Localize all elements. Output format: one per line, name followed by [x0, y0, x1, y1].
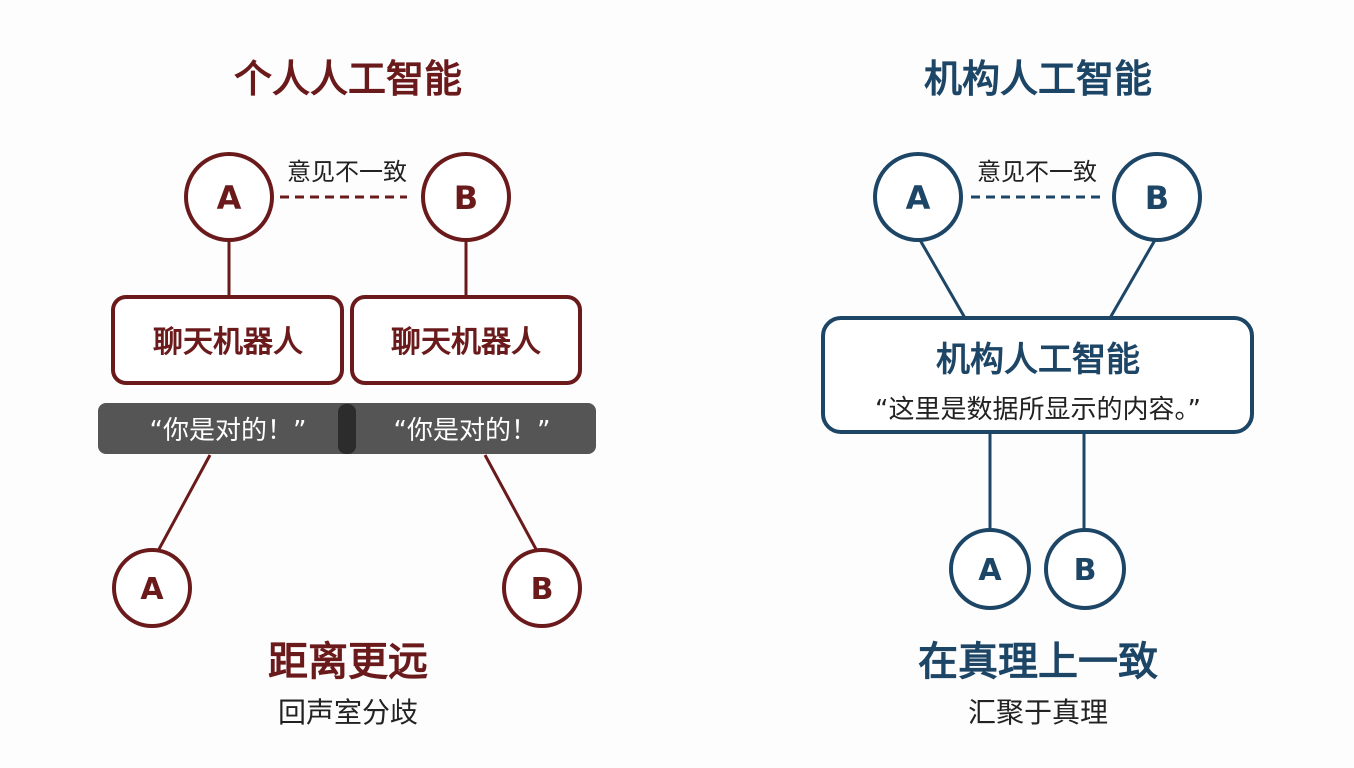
svg-text:A: A	[978, 553, 1002, 588]
svg-text:A: A	[906, 179, 931, 217]
node-a-bottom: A	[112, 548, 192, 628]
node-a-top: A	[873, 152, 963, 242]
svg-text:B: B	[454, 179, 478, 217]
quote-b: “你是对的！”	[394, 416, 551, 446]
node-a-top: A	[184, 152, 274, 242]
institutional-ai-panel: 机构人工智能 意见不一致 A B 机构人工智能 “这里是数据所显示的内容。” A…	[821, 57, 1254, 729]
node-b-bottom: B	[502, 548, 582, 628]
personal-outcome: 距离更远	[268, 639, 428, 685]
institutional-outcome-sub: 汇聚于真理	[968, 696, 1108, 729]
diverge-line	[156, 454, 212, 552]
svg-text:B: B	[531, 572, 554, 607]
quote-a: “你是对的！”	[150, 416, 307, 446]
personal-disagree-label: 意见不一致	[287, 158, 407, 186]
personal-outcome-sub: 回声室分歧	[278, 696, 418, 729]
institutional-title: 机构人工智能	[924, 57, 1152, 101]
institutional-disagree-label: 意见不一致	[977, 158, 1097, 186]
connector-line	[918, 239, 967, 319]
institutional-ai-box: 机构人工智能 “这里是数据所显示的内容。”	[821, 316, 1254, 434]
diverge-line	[483, 454, 539, 552]
node-a-bottom: A	[949, 528, 1031, 610]
node-b-top: B	[421, 152, 511, 242]
svg-text:A: A	[217, 179, 242, 217]
quote-bar: “你是对的！” “你是对的！”	[98, 403, 596, 454]
institutional-outcome: 在真理上一致	[918, 639, 1158, 685]
node-b-bottom: B	[1044, 528, 1126, 610]
personal-title: 个人人工智能	[234, 57, 462, 101]
connector-line	[1108, 239, 1157, 319]
svg-text:聊天机器人: 聊天机器人	[391, 325, 541, 360]
node-b-top: B	[1112, 152, 1202, 242]
quote-bar-divider	[338, 404, 356, 454]
svg-text:B: B	[1074, 553, 1097, 588]
svg-text:B: B	[1145, 179, 1169, 217]
institutional-box-title: 机构人工智能	[936, 340, 1140, 380]
chatbot-box-a: 聊天机器人	[111, 295, 344, 385]
svg-text:聊天机器人: 聊天机器人	[153, 325, 303, 360]
institutional-box-quote: “这里是数据所显示的内容。”	[875, 395, 1201, 425]
personal-ai-panel: 个人人工智能 意见不一致 A B 聊天机器人 聊天机器人 “你是对的！” “你是…	[98, 57, 596, 729]
chatbot-box-b: 聊天机器人	[350, 295, 582, 385]
svg-text:A: A	[140, 572, 164, 607]
